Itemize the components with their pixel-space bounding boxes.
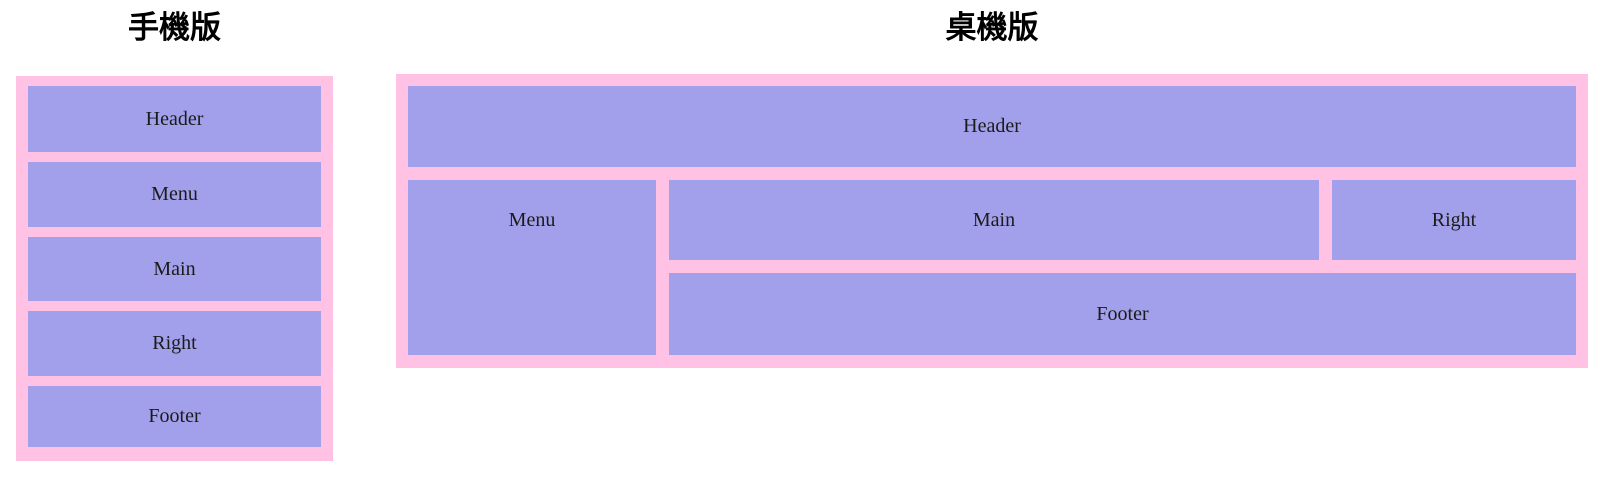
mobile-layout-title: 手機版 [128, 10, 221, 45]
mobile-header-box: Header [28, 86, 321, 152]
desktop-layout-container: Header Menu Main Right Footer [396, 74, 1588, 368]
desktop-footer-box: Footer [669, 273, 1576, 355]
mobile-right-box: Right [28, 311, 321, 376]
desktop-right-box: Right [1332, 180, 1576, 260]
desktop-header-box: Header [408, 86, 1576, 167]
desktop-layout-title: 桌機版 [945, 10, 1039, 45]
mobile-footer-box: Footer [28, 386, 321, 447]
mobile-main-box: Main [28, 237, 321, 301]
desktop-menu-box: Menu [408, 180, 656, 355]
desktop-main-box: Main [669, 180, 1319, 260]
mobile-layout-container: Header Menu Main Right Footer [16, 76, 333, 461]
mobile-menu-box: Menu [28, 162, 321, 227]
